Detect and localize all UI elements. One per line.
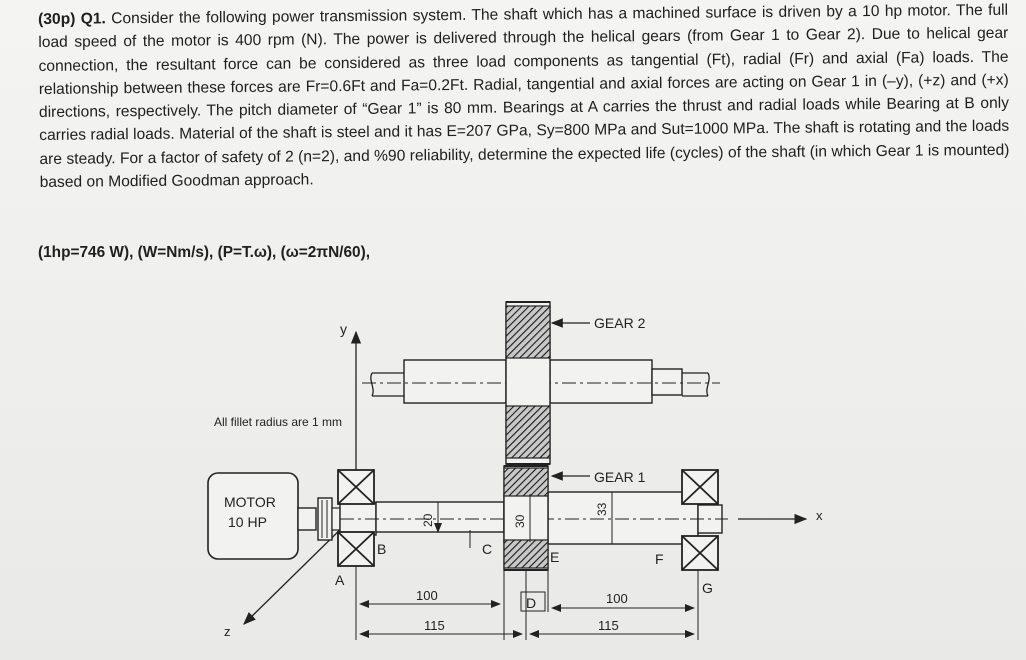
- gear2-shaft-left: [403, 359, 507, 404]
- motor-flange: [297, 507, 317, 531]
- bearing-a-top: [337, 469, 375, 505]
- bearing-g-top: [681, 469, 719, 505]
- fillet-note: All fillet radius are 1 mm: [214, 415, 342, 429]
- point-e-label: E: [550, 549, 559, 565]
- x-axis-label: x: [816, 508, 823, 523]
- gear1-teeth-top: [503, 467, 549, 497]
- y-axis-label: y: [340, 321, 347, 337]
- dim-100-left-label: 100: [416, 588, 438, 603]
- point-d-label: D: [526, 595, 536, 611]
- gear2-teeth-bottom: [505, 405, 551, 459]
- gear2-shaft-right: [549, 359, 653, 404]
- point-a-label: A: [335, 572, 345, 588]
- shaft-segment-33: [547, 491, 699, 545]
- coupling: [317, 497, 333, 541]
- gear1-label: GEAR 1: [594, 469, 646, 485]
- motor-label-line1: MOTOR: [224, 494, 276, 510]
- bearing-a-bottom: [337, 531, 375, 567]
- gear2-label: GEAR 2: [594, 315, 646, 331]
- dim-115-left-label: 115: [424, 618, 445, 633]
- point-b-label: B: [377, 541, 386, 557]
- gear2-teeth-top: [505, 305, 551, 359]
- gear2-shaft-right-end: [682, 372, 710, 397]
- formula-list: (1hp=746 W), (W=Nm/s), (P=T.ω), (ω=2πN/6…: [38, 244, 370, 261]
- gear1-teeth-bottom: [503, 539, 549, 569]
- bearing-g-bottom: [681, 535, 719, 571]
- z-axis-line: [243, 517, 353, 625]
- dim-115-right-label: 115: [598, 618, 619, 633]
- dia-30-label: 30: [513, 514, 527, 528]
- shaft-segment-20: [375, 501, 505, 533]
- dia-33-label: 33: [595, 502, 609, 516]
- z-axis-label: z: [224, 624, 231, 639]
- gear2-shaft-left-end: [370, 372, 404, 397]
- dia-20-label: 20: [421, 513, 435, 527]
- dim-100-right-label: 100: [606, 591, 628, 606]
- point-f-label: F: [655, 551, 664, 567]
- point-g-label: G: [702, 580, 713, 596]
- gear2-shaft-right-step: [651, 368, 683, 396]
- motor-label-line2: 10 HP: [228, 514, 267, 530]
- point-c-label: C: [482, 541, 492, 557]
